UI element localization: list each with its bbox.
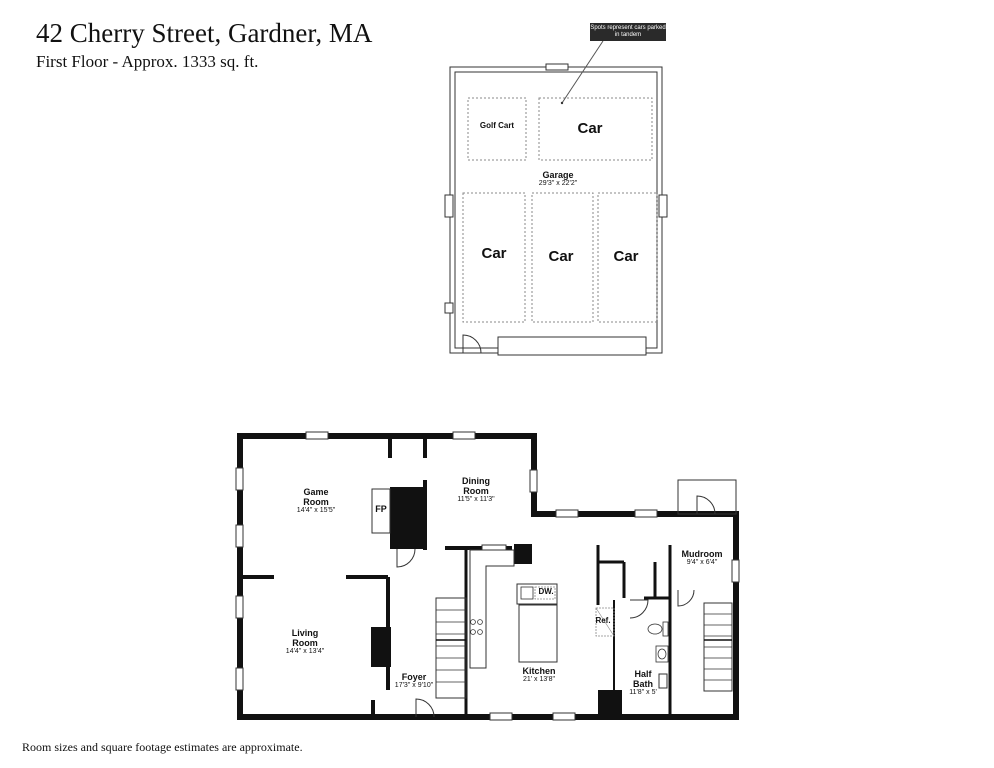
dining-room-dims: 11'5" x 11'3" bbox=[457, 496, 495, 503]
car-top-label: Car bbox=[577, 120, 603, 137]
note-pointer-dot bbox=[560, 101, 564, 105]
window-top-1 bbox=[305, 431, 329, 440]
mudroom-stairs bbox=[703, 602, 733, 692]
garage-plan bbox=[444, 40, 668, 356]
window-kitchen-top-2 bbox=[634, 509, 658, 518]
note-pointer bbox=[561, 40, 604, 104]
golf-cart-label: Golf Cart bbox=[479, 121, 515, 130]
fireplace-label: FP bbox=[375, 504, 387, 514]
living-fireplace bbox=[371, 627, 391, 667]
dishwasher-box bbox=[534, 586, 556, 600]
garage-inner-wall bbox=[454, 71, 658, 349]
garage-dims: 29'3" x 22'2" bbox=[538, 180, 578, 187]
main-floor-plan bbox=[235, 431, 740, 721]
door-mudroom bbox=[677, 589, 695, 607]
kitchen-back-counter bbox=[516, 583, 558, 605]
car-mid-label: Car bbox=[548, 248, 574, 265]
halfbath-window bbox=[658, 673, 668, 689]
window-dining-right bbox=[529, 469, 538, 493]
car-spot-top bbox=[538, 97, 653, 161]
window-left-4 bbox=[235, 667, 244, 691]
page-subtitle: First Floor - Approx. 1333 sq. ft. bbox=[36, 52, 259, 71]
door-front bbox=[415, 698, 435, 718]
refrigerator-box bbox=[595, 607, 615, 637]
living-room-dims: 14'4" x 13'4" bbox=[285, 648, 325, 655]
window-top-2 bbox=[452, 431, 476, 440]
garage-window-left bbox=[444, 194, 454, 218]
door-chimney bbox=[396, 548, 416, 568]
tandem-note: Spots represent cars parked in tandem bbox=[590, 23, 666, 41]
window-left-2 bbox=[235, 524, 244, 548]
window-left-3 bbox=[235, 595, 244, 619]
car-spot-right bbox=[597, 192, 658, 323]
kitchen-counter bbox=[469, 549, 515, 669]
cooktop-icon bbox=[470, 619, 483, 635]
wall-column bbox=[598, 690, 622, 717]
sink-icon bbox=[655, 645, 669, 663]
game-room-label: Game Room bbox=[303, 487, 329, 507]
garage-outer-wall bbox=[449, 66, 663, 354]
toilet-icon bbox=[647, 621, 669, 637]
garage-door bbox=[497, 336, 647, 356]
window-mudroom-right bbox=[731, 559, 740, 583]
garage-window-right bbox=[658, 194, 668, 218]
chimney bbox=[390, 487, 426, 549]
living-room-label: Living Room bbox=[291, 628, 319, 648]
mudroom-label: Mudroom bbox=[681, 549, 723, 559]
kitchen-dims: 21' x 13'8" bbox=[522, 676, 556, 683]
game-room-fireplace-box bbox=[371, 488, 391, 534]
kitchen-island bbox=[518, 604, 558, 663]
mudroom-exterior-door bbox=[696, 495, 716, 515]
door-halfbath bbox=[629, 599, 649, 619]
mudroom-dims: 9'4" x 6'4" bbox=[686, 559, 718, 566]
kitchen-sink bbox=[520, 586, 534, 600]
garage-window-top bbox=[545, 63, 569, 71]
foyer-stairs bbox=[435, 597, 467, 699]
refrigerator-x1 bbox=[595, 607, 615, 637]
car-spot-left bbox=[462, 192, 526, 323]
garage-label: Garage bbox=[542, 170, 574, 180]
kitchen-label: Kitchen bbox=[522, 666, 556, 676]
half-bath-label: Half Bath bbox=[633, 669, 653, 689]
kitchen-window bbox=[481, 544, 507, 551]
half-bath-dims: 11'8" x 5' bbox=[629, 689, 657, 696]
page-title: 42 Cherry Street, Gardner, MA bbox=[36, 18, 373, 48]
disclaimer: Room sizes and square footage estimates … bbox=[22, 740, 303, 754]
window-left-1 bbox=[235, 467, 244, 491]
foyer-label: Foyer bbox=[401, 672, 427, 682]
kitchen-pillar bbox=[514, 544, 532, 564]
window-bottom-2 bbox=[552, 712, 576, 721]
car-right-label: Car bbox=[613, 248, 639, 265]
car-spot-mid bbox=[531, 192, 594, 323]
garage-entry-door bbox=[462, 334, 482, 354]
window-kitchen-top-1 bbox=[555, 509, 579, 518]
window-bottom-1 bbox=[489, 712, 513, 721]
game-room-dims: 14'4" x 15'5" bbox=[296, 507, 336, 514]
dining-room-label: Dining Room bbox=[462, 476, 490, 496]
car-left-label: Car bbox=[481, 245, 507, 262]
refrigerator-label: Ref. bbox=[595, 616, 611, 625]
golf-cart-spot bbox=[467, 97, 527, 161]
garage-window-left-2 bbox=[444, 302, 454, 314]
foyer-dims: 17'3" x 9'10" bbox=[394, 682, 434, 689]
dishwasher-label: DW. bbox=[538, 587, 554, 596]
mudroom-porch bbox=[677, 479, 737, 515]
